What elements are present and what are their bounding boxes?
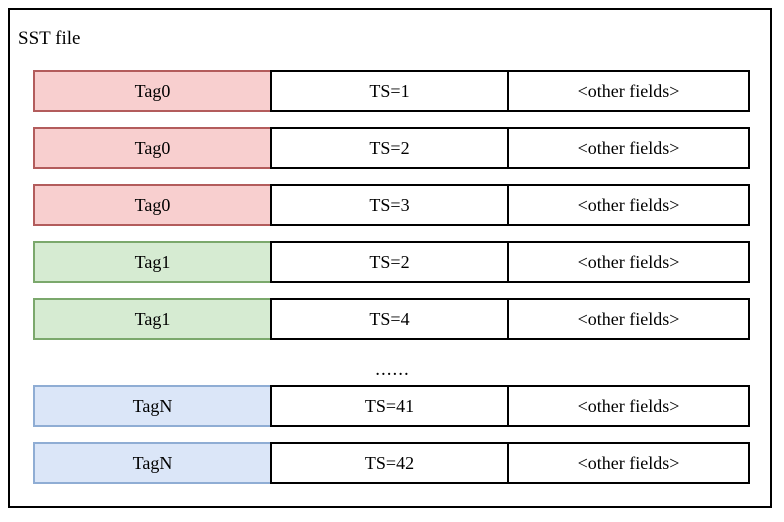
record-tag-cell: Tag0 (33, 70, 272, 112)
record-row: Tag0 TS=1 <other fields> (33, 70, 752, 112)
record-other-cell: <other fields> (507, 385, 750, 427)
ellipsis-label: ...... (375, 359, 410, 380)
record-timestamp-cell: TS=4 (270, 298, 509, 340)
record-other-cell: <other fields> (507, 241, 750, 283)
record-row: TagN TS=41 <other fields> (33, 385, 752, 427)
record-tag-cell: Tag0 (33, 127, 272, 169)
record-timestamp-cell: TS=2 (270, 127, 509, 169)
record-other-cell: <other fields> (507, 70, 750, 112)
record-row: Tag0 TS=3 <other fields> (33, 184, 752, 226)
record-other-cell: <other fields> (507, 298, 750, 340)
record-other-cell: <other fields> (507, 127, 750, 169)
record-timestamp-cell: TS=3 (270, 184, 509, 226)
record-row: Tag0 TS=2 <other fields> (33, 127, 752, 169)
record-tag-cell: TagN (33, 385, 272, 427)
record-timestamp-cell: TS=1 (270, 70, 509, 112)
record-other-cell: <other fields> (507, 442, 750, 484)
record-tag-cell: Tag1 (33, 298, 272, 340)
record-row: TagN TS=42 <other fields> (33, 442, 752, 484)
record-tag-cell: TagN (33, 442, 272, 484)
sst-file-container: SST file Tag0 TS=1 <other fields> Tag0 T… (8, 8, 772, 508)
record-timestamp-cell: TS=42 (270, 442, 509, 484)
record-other-cell: <other fields> (507, 184, 750, 226)
record-row: Tag1 TS=2 <other fields> (33, 241, 752, 283)
record-tag-cell: Tag0 (33, 184, 272, 226)
record-tag-cell: Tag1 (33, 241, 272, 283)
sst-file-title: SST file (18, 28, 81, 49)
records-ellipsis-separator: ...... (33, 349, 752, 391)
record-row: Tag1 TS=4 <other fields> (33, 298, 752, 340)
record-timestamp-cell: TS=41 (270, 385, 509, 427)
record-timestamp-cell: TS=2 (270, 241, 509, 283)
